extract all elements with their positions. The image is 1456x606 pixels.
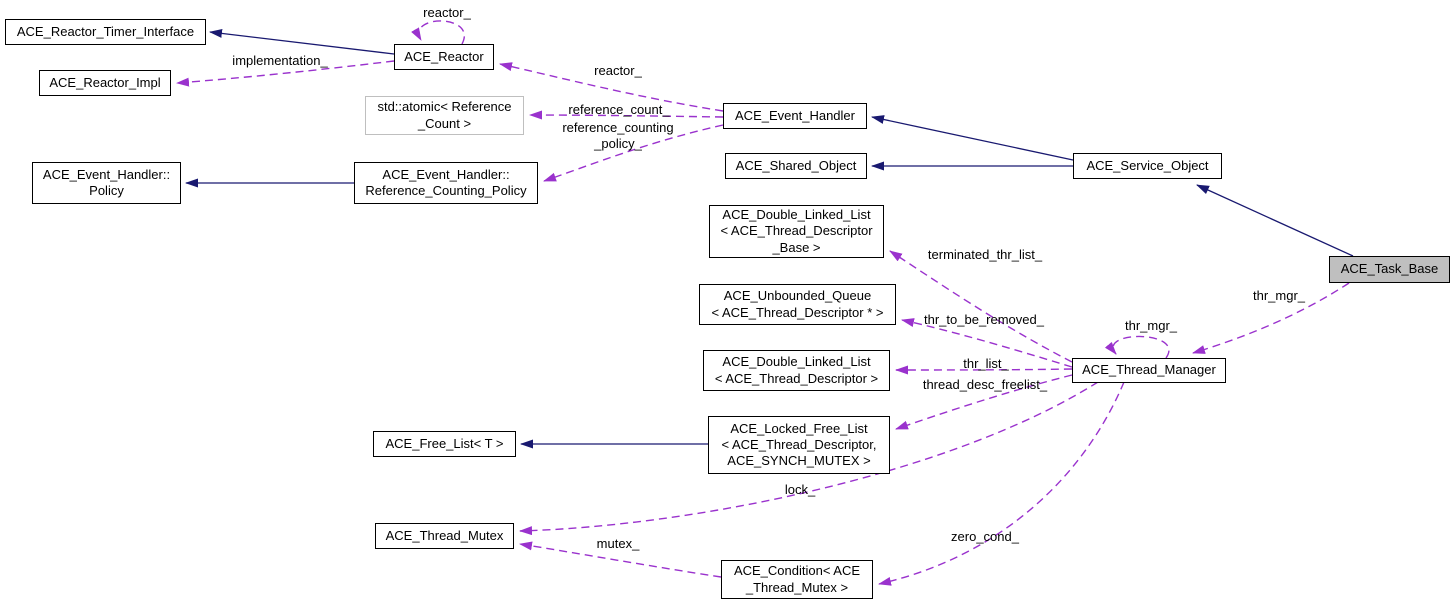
edge-inherit-task-base-to-service-object (1196, 184, 1354, 257)
node-ace-event-handler[interactable]: ACE_Event_Handler (723, 103, 867, 129)
edge-label-reference-counting-policy: reference_counting _policy_ (562, 119, 674, 151)
node-ace-locked-free-list[interactable]: ACE_Locked_Free_List < ACE_Thread_Descri… (708, 416, 890, 474)
node-ace-double-linked-list-thread-descriptor[interactable]: ACE_Double_Linked_List < ACE_Thread_Desc… (703, 350, 890, 391)
node-std-atomic-reference-count: std::atomic< Reference _Count > (365, 96, 524, 135)
node-ace-event-handler-reference-counting-policy[interactable]: ACE_Event_Handler:: Reference_Counting_P… (354, 162, 538, 204)
edge-usage-thread-manager-terminated-thr-list (889, 250, 1073, 363)
edge-label-thr-mgr: thr_mgr_ (1252, 287, 1306, 303)
node-ace-reactor[interactable]: ACE_Reactor (394, 44, 494, 70)
edge-usage-thread-manager-self-loop (1104, 335, 1170, 359)
node-ace-free-list-t[interactable]: ACE_Free_List< T > (373, 431, 516, 457)
edge-usage-event-handler-reference-counting-policy (543, 124, 724, 182)
edge-label-thr-to-be-removed: thr_to_be_removed_ (924, 311, 1044, 327)
edge-label-zero-cond: zero_cond_ (951, 528, 1019, 544)
edge-label-reactor: reactor_ (594, 62, 642, 78)
edge-usage-thread-manager-thread-desc-freelist (895, 374, 1073, 430)
edge-label-terminated-thr-list: terminated_thr_list_ (927, 246, 1043, 262)
node-ace-unbounded-queue-thread-descriptor[interactable]: ACE_Unbounded_Queue < ACE_Thread_Descrip… (699, 284, 896, 325)
edge-usage-thread-manager-lock (519, 381, 1099, 536)
node-ace-thread-manager[interactable]: ACE_Thread_Manager (1072, 358, 1226, 383)
edge-usage-event-handler-reference-count (529, 110, 724, 120)
edge-label-mutex: mutex_ (596, 535, 640, 551)
node-ace-task-base: ACE_Task_Base (1329, 256, 1450, 283)
node-ace-condition-thread-mutex[interactable]: ACE_Condition< ACE _Thread_Mutex > (721, 560, 873, 599)
edge-usage-thread-manager-thr-to-be-removed (901, 318, 1073, 368)
edge-usage-reactor-implementation (176, 60, 395, 87)
edge-usage-reactor-self-loop (411, 20, 465, 45)
node-ace-shared-object[interactable]: ACE_Shared_Object (725, 153, 867, 179)
node-ace-thread-mutex[interactable]: ACE_Thread_Mutex (375, 523, 514, 549)
edge-usage-condition-mutex (519, 541, 722, 578)
edge-inherit-service-object-to-event-handler (871, 115, 1074, 161)
node-ace-event-handler-policy[interactable]: ACE_Event_Handler:: Policy (32, 162, 181, 204)
edge-label-thr-list: thr_list_ (963, 355, 1009, 371)
edge-usage-event-handler-reactor (499, 62, 724, 112)
edge-inherit-reactor-to-timer-interface (209, 28, 395, 55)
edge-label-implementation: implementation_ (232, 52, 328, 68)
node-ace-reactor-timer-interface[interactable]: ACE_Reactor_Timer_Interface (5, 19, 206, 45)
node-ace-service-object[interactable]: ACE_Service_Object (1073, 153, 1222, 179)
node-ace-reactor-impl[interactable]: ACE_Reactor_Impl (39, 70, 171, 96)
edge-label-thr-mgr-self: thr_mgr_ (1124, 317, 1178, 333)
edge-usage-thread-manager-zero-cond (878, 381, 1125, 586)
edge-label-reference-count: reference_count_ (568, 101, 670, 117)
edge-label-reactor-self: reactor_ (423, 4, 471, 20)
node-ace-double-linked-list-thread-descriptor-base[interactable]: ACE_Double_Linked_List < ACE_Thread_Desc… (709, 205, 884, 258)
edge-label-thread-desc-freelist: thread_desc_freelist_ (922, 376, 1048, 392)
edge-label-lock: lock_ (784, 481, 816, 497)
edge-usage-task-base-thr-mgr (1192, 282, 1350, 354)
